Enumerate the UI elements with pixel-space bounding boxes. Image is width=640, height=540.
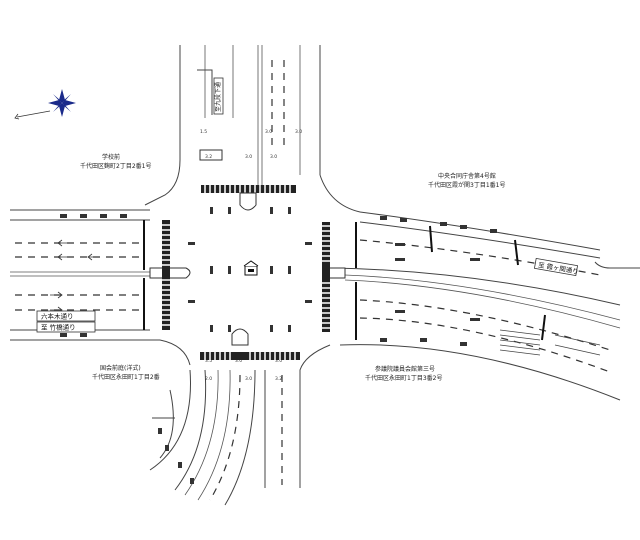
svg-text:3.0: 3.0 <box>245 376 252 382</box>
svg-text:3.0: 3.0 <box>245 154 252 160</box>
svg-text:3.0: 3.0 <box>235 358 242 364</box>
east-street-label-box <box>533 257 579 277</box>
svg-text:3.5: 3.5 <box>205 358 212 364</box>
south-crosswalk <box>200 352 300 360</box>
location-labels: 学校前 千代田区麴町2丁目2番1号 中央合同庁舎第4号館 千代田区霞が関3丁目1… <box>80 153 505 382</box>
svg-text:3.0: 3.0 <box>265 129 272 135</box>
east-crosswalk <box>322 222 330 332</box>
west-crosswalk <box>162 220 170 330</box>
east-road: 至 霞ヶ関通り <box>324 211 640 401</box>
north-crosswalk <box>201 185 296 211</box>
svg-text:3.0: 3.0 <box>295 129 302 135</box>
svg-text:3.2: 3.2 <box>205 154 212 160</box>
north-left-label-2: 千代田区麴町2丁目2番1号 <box>80 162 151 170</box>
north-street-label: 至九段下通 <box>214 82 222 112</box>
north-road: 至九段下通 1.5 3.0 3.0 3.2 3.0 3.0 <box>144 45 361 213</box>
southeast-label-2: 千代田区永田町1丁目3番2号 <box>365 374 442 382</box>
intersection-core <box>188 207 312 332</box>
southwest-label-2: 千代田区永田町1丁目2番 <box>92 373 160 381</box>
southwest-label-1: 国会前庭(洋式) <box>100 364 141 372</box>
svg-text:1.5: 1.5 <box>200 129 207 135</box>
west-road: 六本木通り 至 竹橋通り <box>10 209 191 341</box>
east-label-1: 中央合同庁舎第4号館 <box>438 172 496 180</box>
east-label-2: 千代田区霞が関3丁目1番1号 <box>428 181 505 189</box>
compass-rose-icon <box>14 89 76 120</box>
south-roads: 3.5 3.0 3.0 2.0 3.0 3.2 <box>149 328 331 506</box>
west-street-label-lower: 至 竹橋通り <box>41 323 76 332</box>
west-street-label-upper: 六本木通り <box>41 312 74 321</box>
west-street-label-box-1 <box>36 310 96 322</box>
svg-text:3.0: 3.0 <box>275 358 282 364</box>
north-left-label-1: 学校前 <box>102 153 120 161</box>
svg-text:3.0: 3.0 <box>270 154 277 160</box>
svg-text:3.2: 3.2 <box>275 376 282 382</box>
southeast-label-1: 参議院議員会館第三号 <box>375 365 435 373</box>
police-box-icon <box>243 260 259 276</box>
svg-text:2.0: 2.0 <box>205 376 212 382</box>
north-street-label-box <box>213 77 224 115</box>
west-street-label-box-2 <box>36 321 96 333</box>
